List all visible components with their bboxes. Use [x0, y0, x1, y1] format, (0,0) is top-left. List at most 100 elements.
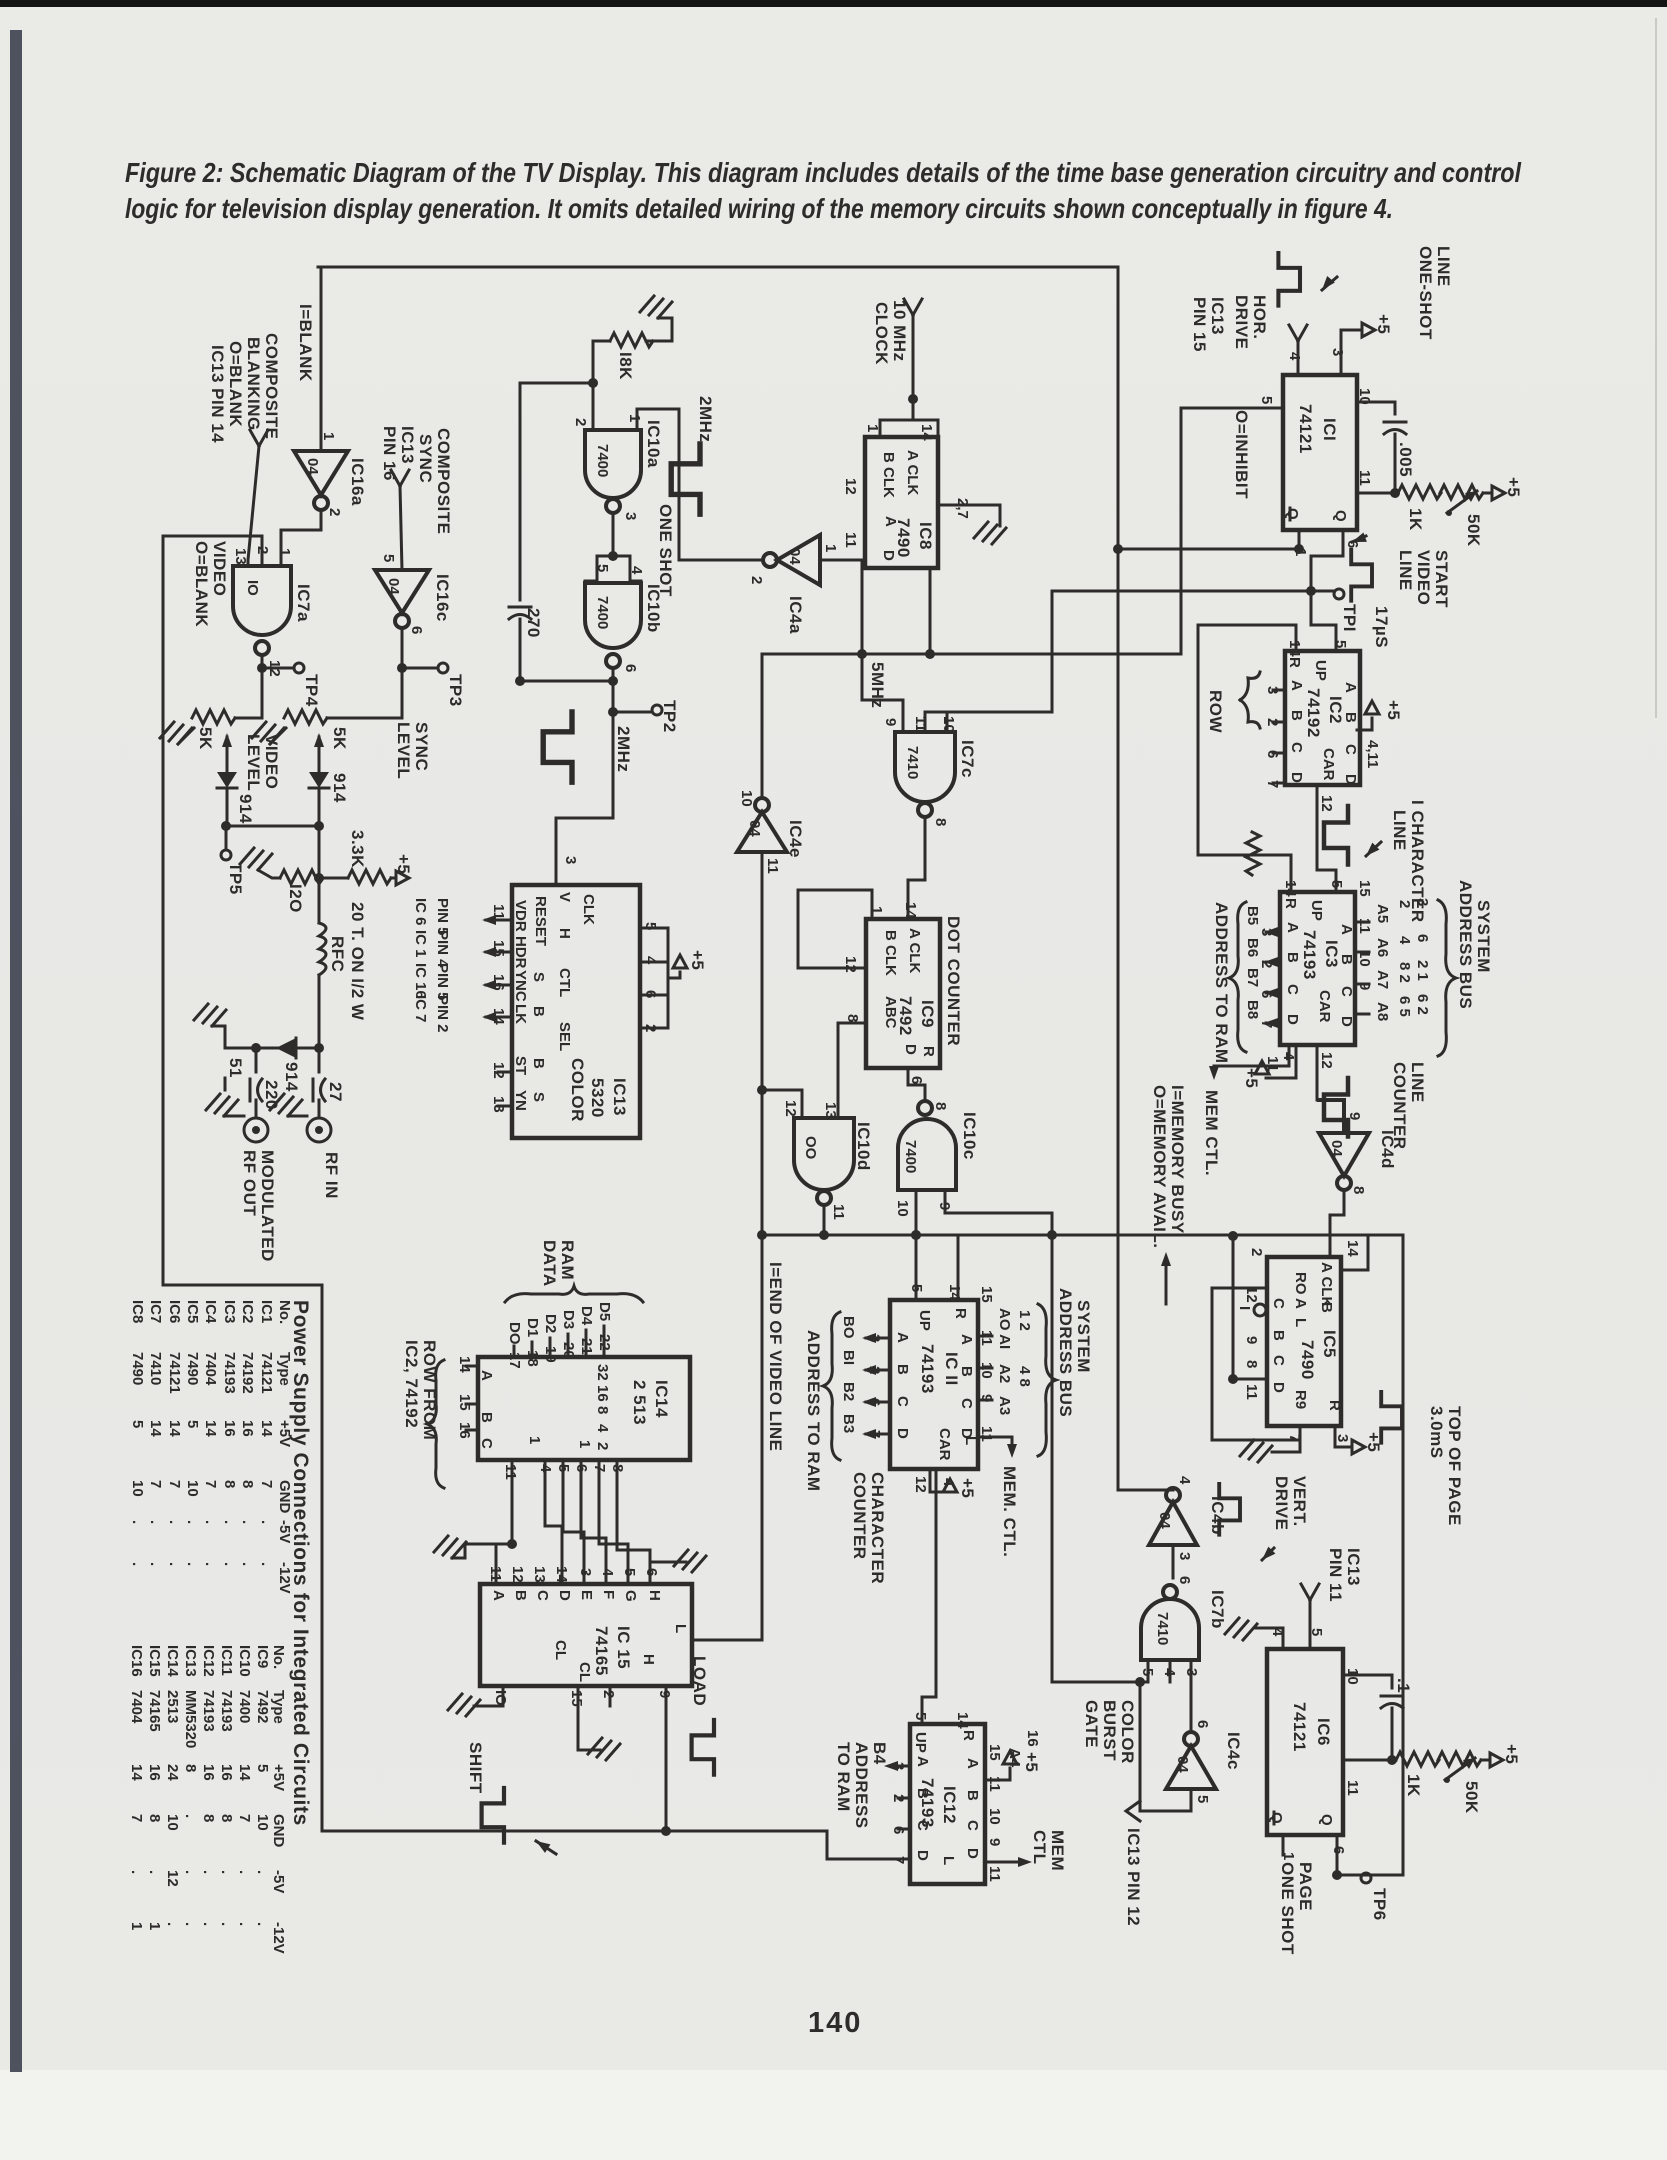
svg-text:MEM: MEM — [1048, 1830, 1067, 1871]
svg-text:D: D — [1284, 1014, 1301, 1025]
svg-text:Q: Q — [1318, 1814, 1335, 1826]
svg-text:D: D — [1338, 1016, 1355, 1027]
svg-text:14: 14 — [147, 1420, 164, 1437]
svg-text:-12V: -12V — [270, 1922, 287, 1954]
svg-text:4 8: 4 8 — [1016, 1366, 1033, 1387]
svg-text:SEL: SEL — [556, 1022, 573, 1051]
svg-text:74193: 74193 — [221, 1352, 238, 1394]
svg-text:CL: CL — [576, 1662, 593, 1682]
svg-text:2: 2 — [326, 508, 343, 516]
svg-text:D: D — [958, 1428, 975, 1439]
svg-text:5: 5 — [129, 1420, 146, 1428]
svg-text:A: A — [1338, 924, 1355, 935]
svg-text:.: . — [146, 1870, 163, 1874]
svg-text:RESET: RESET — [532, 896, 549, 946]
svg-text:10: 10 — [164, 1814, 181, 1831]
svg-text:G: G — [622, 1590, 639, 1602]
svg-text:.: . — [164, 1922, 181, 1926]
svg-text:I8K: I8K — [616, 352, 635, 380]
svg-text:PIN 15: PIN 15 — [1190, 297, 1209, 352]
svg-text:.: . — [236, 1922, 253, 1926]
svg-text:11: 11 — [986, 1776, 1003, 1792]
svg-text:74193: 74193 — [1300, 930, 1319, 980]
svg-text:IC16c: IC16c — [433, 574, 452, 622]
svg-text:A7: A7 — [1374, 970, 1391, 989]
svg-text:LEVEL: LEVEL — [394, 722, 413, 779]
svg-text:16: 16 — [146, 1764, 163, 1781]
svg-text:D: D — [914, 1850, 931, 1861]
svg-text:C: C — [914, 1820, 931, 1831]
svg-text:7: 7 — [166, 1480, 183, 1488]
svg-text:8: 8 — [1350, 1186, 1367, 1194]
svg-text:IC13: IC13 — [182, 1645, 199, 1677]
svg-text:VIDEO: VIDEO — [210, 541, 229, 596]
svg-text:914: 914 — [282, 1062, 301, 1092]
svg-text:I CHARACTER: I CHARACTER — [1408, 800, 1427, 923]
svg-text:IC3: IC3 — [221, 1300, 238, 1323]
svg-text:4: 4 — [599, 1568, 616, 1577]
svg-text:R: R — [1326, 1400, 1343, 1411]
svg-text:OO: OO — [802, 1136, 819, 1160]
svg-text:CLOCK: CLOCK — [872, 302, 891, 365]
svg-text:A CLK: A CLK — [904, 450, 921, 495]
svg-text:16: 16 — [239, 1420, 256, 1437]
svg-text:B7: B7 — [1244, 968, 1261, 987]
svg-text:9: 9 — [1356, 982, 1373, 990]
svg-text:914: 914 — [330, 773, 349, 803]
svg-text:IC4d: IC4d — [1378, 1130, 1397, 1169]
svg-text:COUNTER: COUNTER — [1390, 1062, 1409, 1150]
svg-text:.: . — [200, 1922, 217, 1926]
svg-text:10: 10 — [1356, 950, 1373, 967]
svg-text:UP: UP — [1308, 900, 1325, 921]
svg-text:SHIFT: SHIFT — [466, 1742, 485, 1794]
svg-text:2: 2 — [572, 418, 589, 426]
svg-text:ONE-SHOT: ONE-SHOT — [1416, 246, 1435, 340]
svg-text:2,7: 2,7 — [954, 498, 971, 519]
svg-text:IC16: IC16 — [128, 1645, 145, 1677]
svg-text:3: 3 — [1329, 348, 1346, 356]
svg-text:6: 6 — [1194, 1720, 1211, 1728]
svg-text:SYSTEM: SYSTEM — [1074, 1300, 1093, 1373]
svg-text:COLOR: COLOR — [568, 1058, 587, 1122]
svg-text:.: . — [166, 1562, 183, 1566]
svg-text:CLK: CLK — [580, 894, 597, 925]
svg-text:H: H — [646, 1590, 663, 1601]
svg-text:A5: A5 — [1374, 904, 1391, 923]
svg-text:ADDRESS BUS: ADDRESS BUS — [1456, 880, 1475, 1009]
svg-text:IC2, 74192: IC2, 74192 — [402, 1340, 421, 1428]
svg-text:1K: 1K — [1406, 508, 1425, 531]
svg-text:14: 14 — [258, 1420, 275, 1437]
svg-text:RO: RO — [1292, 1272, 1309, 1295]
svg-text:ICI: ICI — [1320, 418, 1339, 441]
svg-text:I2O: I2O — [286, 884, 305, 913]
svg-text:R: R — [952, 1308, 969, 1319]
svg-text:D: D — [964, 1848, 981, 1859]
svg-text:2: 2 — [748, 576, 765, 584]
svg-text:74192: 74192 — [1304, 688, 1323, 738]
svg-text:+5: +5 — [1242, 1068, 1261, 1088]
svg-text:IC13: IC13 — [610, 1078, 629, 1116]
svg-text:L: L — [672, 1624, 689, 1633]
svg-text:14: 14 — [1344, 1240, 1361, 1257]
svg-text:LINE: LINE — [1396, 550, 1415, 591]
svg-text:5: 5 — [1328, 880, 1345, 888]
svg-text:+5: +5 — [1504, 477, 1523, 497]
svg-text:1: 1 — [1280, 1852, 1297, 1860]
svg-text:HOR.: HOR. — [1250, 295, 1269, 340]
svg-text:10: 10 — [129, 1480, 146, 1497]
svg-text:IC12: IC12 — [200, 1645, 217, 1677]
svg-text:12: 12 — [782, 1100, 799, 1117]
svg-text:7490: 7490 — [184, 1352, 201, 1385]
svg-text:270: 270 — [524, 608, 543, 638]
svg-text:15: 15 — [986, 1744, 1003, 1761]
svg-text:4: 4 — [1269, 1628, 1286, 1637]
svg-text:11: 11 — [764, 858, 781, 874]
svg-text:C: C — [478, 1438, 495, 1449]
svg-text:IC7: IC7 — [147, 1300, 164, 1323]
svg-text:1K: 1K — [1404, 1774, 1423, 1797]
svg-text:16: 16 — [1024, 1730, 1041, 1747]
svg-text:3: 3 — [562, 856, 579, 864]
svg-text:1: 1 — [868, 906, 885, 914]
svg-text:PIN 5: PIN 5 — [434, 898, 451, 936]
svg-text:14: 14 — [954, 1712, 971, 1729]
